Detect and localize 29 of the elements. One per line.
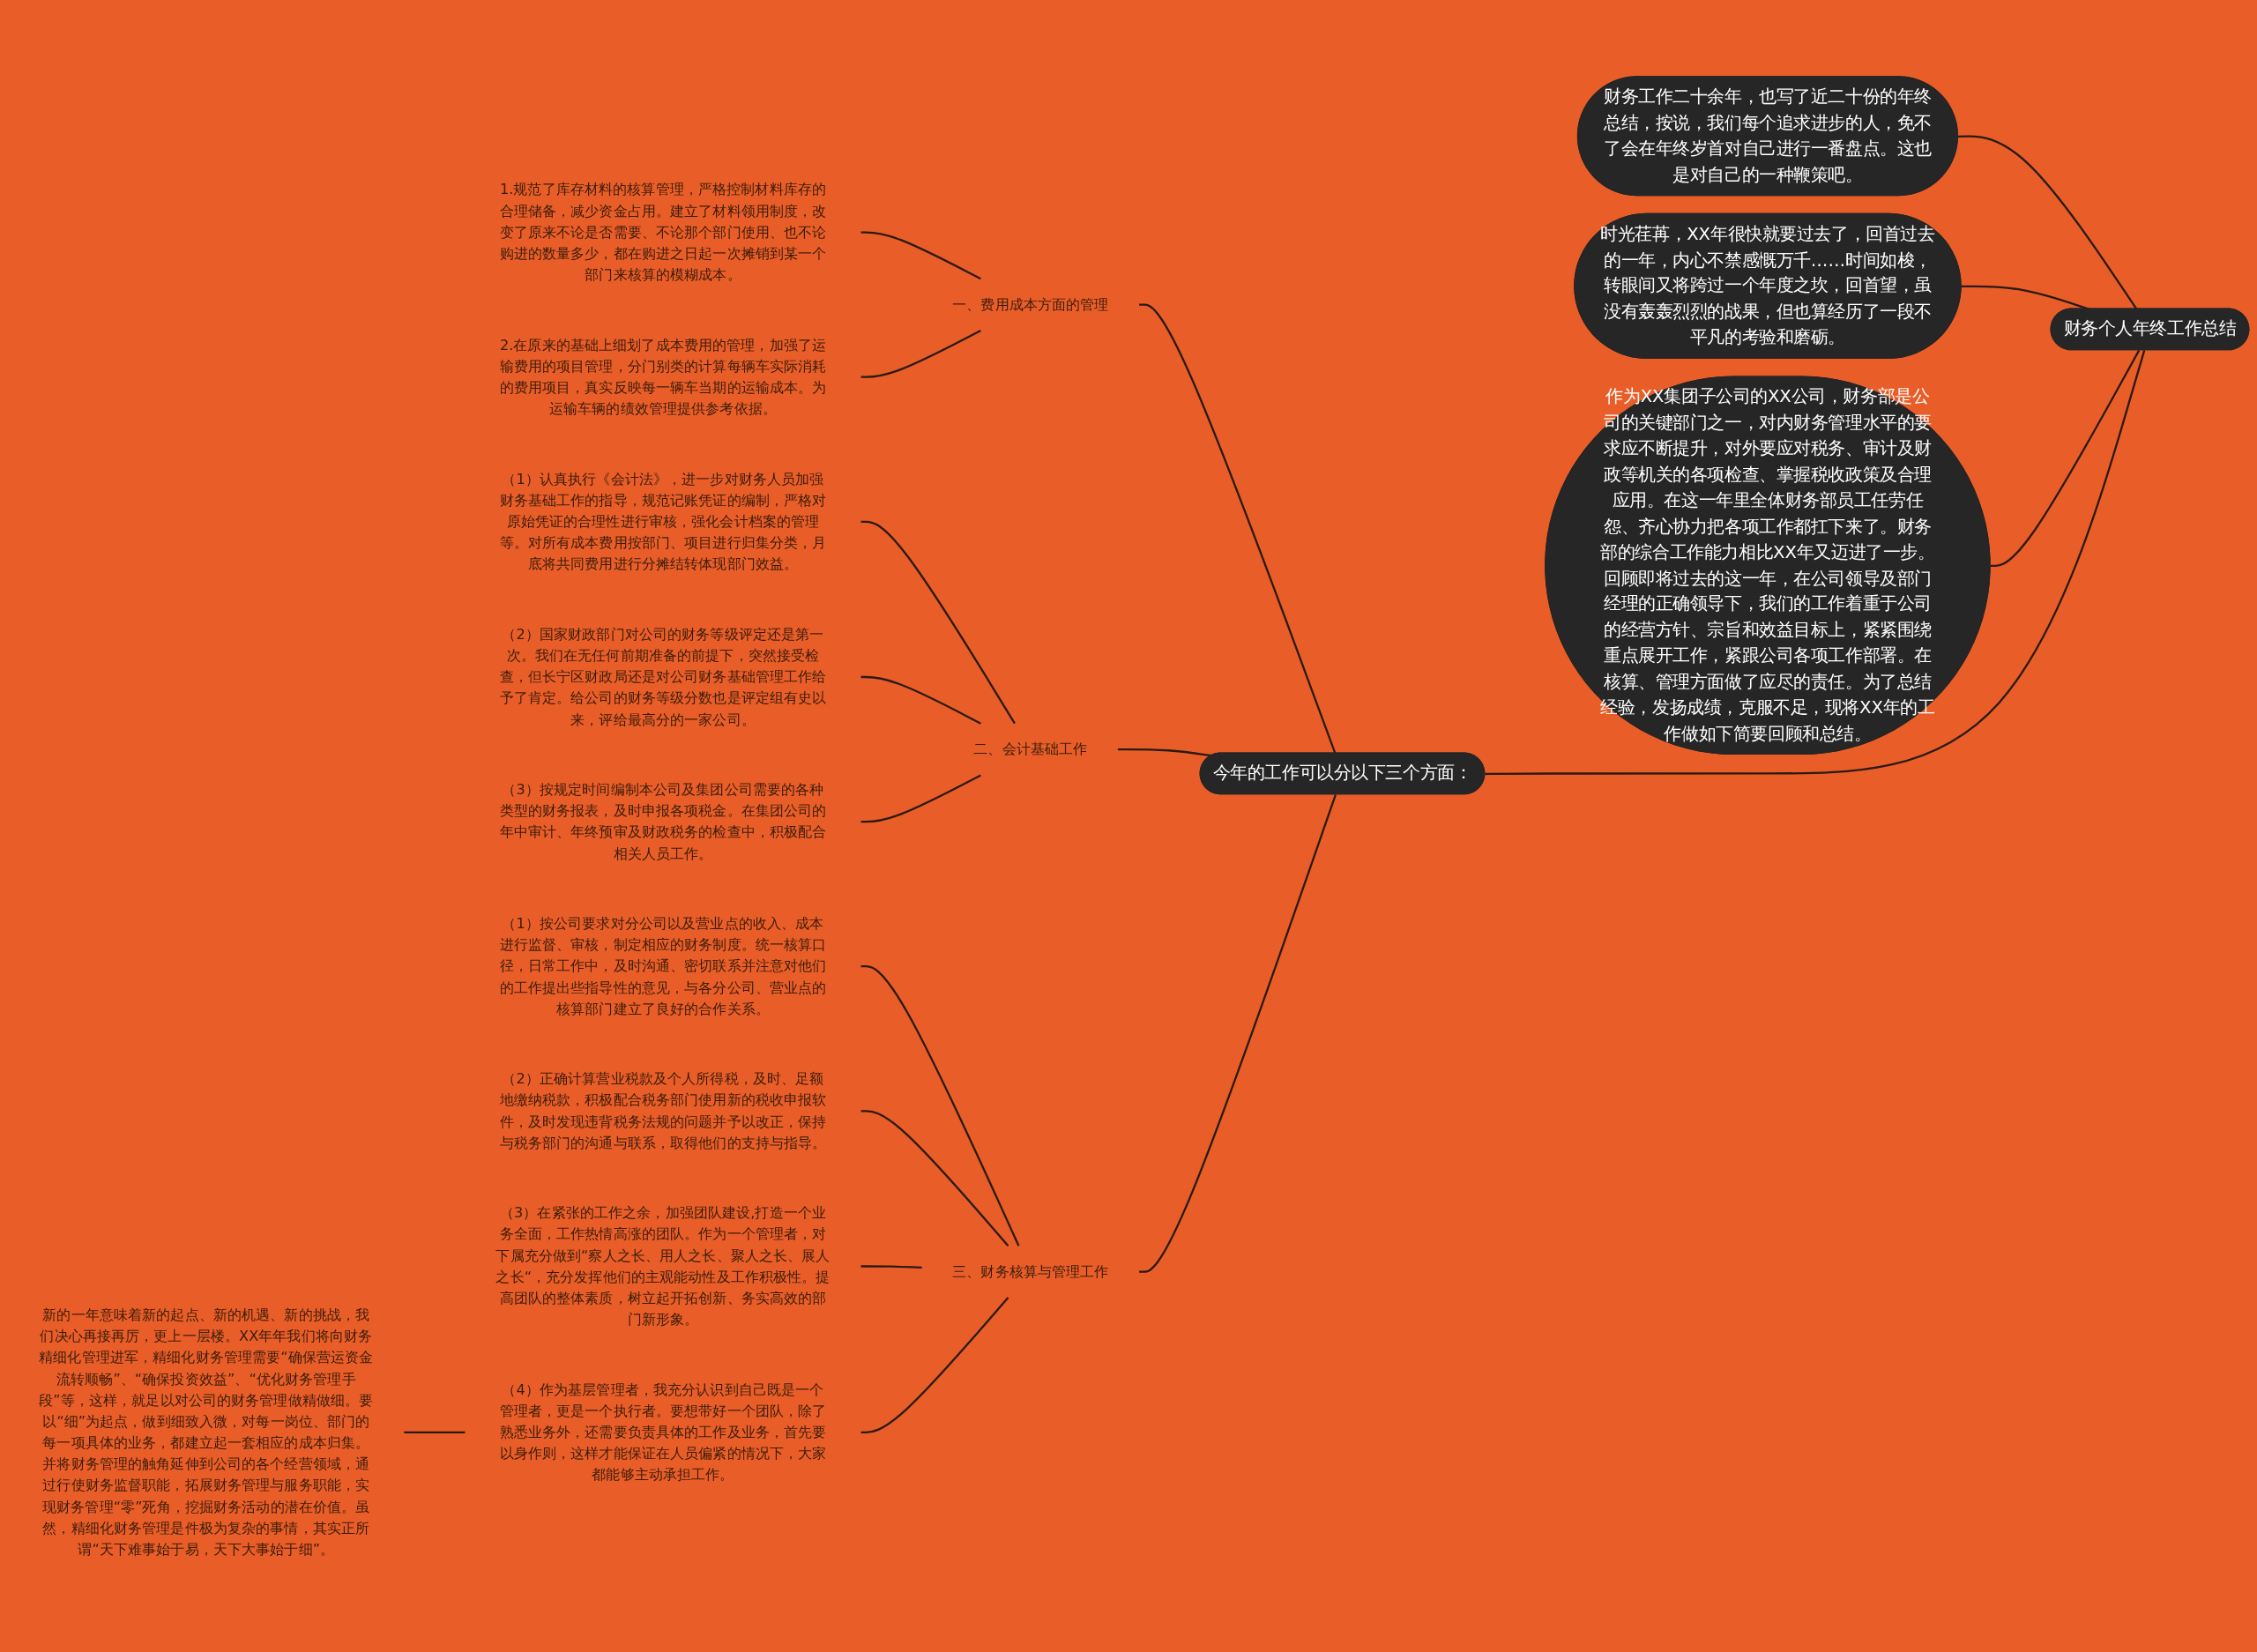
connector [860, 520, 1016, 725]
node-text: （3）按规定时间编制本公司及集团公司需要的各种类型的财务报表，及时申报各项税金。在集团公司的年中审计、年终预审及财政税务的检查中，积极配合相关人员工作。 [499, 781, 827, 862]
connector [1957, 135, 2138, 310]
node-text: （1）认真执行《会计法》，进一步对财务人员加强财务基础工作的指导，规范记账凭证的编制，严格对原始凭证的合理性进行审核，强化会计档案的管理等。对所有成本费用按部门、项目进行归集分类，月底将共同费用进行分摊结转体现部门效益。 [499, 470, 827, 572]
connector [404, 1431, 466, 1433]
connector [860, 330, 981, 378]
node-text: （2）国家财政部门对公司的财务等级评定还是第一次。我们在无任何前期准备的前提下，突然接受检查，但长宁区财政局还是对公司财务基础管理工作给予了肯定。给公司的财务等级分数也是评定组有史以来，评给最高分的一家公司。 [499, 625, 827, 728]
connector [1139, 793, 1337, 1273]
node-text: 三、财务核算与管理工作 [952, 1262, 1109, 1280]
connector [860, 1110, 1009, 1246]
node-text: （4）作为基层管理者，我充分认识到自己既是一个管理者，更是一个执行者。要想带好一个团队，除了熟悉业务外，还需要负责具体的工作及业务，首先要以身作则，这样才能保证在人员偏紧的情况下，大家都能够主动承担工作。 [499, 1380, 827, 1483]
node-text: 新的一年意味着新的起点、新的机遇、新的挑战，我们决心再接再厉，更上一层楼。XX年年我们将向财务精细化管理进军，精细化财务管理需要“确保营运资金流转顺畅”、“确保投资效益”、“优化财务管理手段”等，这样，就足以对公司的财务管理做精做细。要以“细”为起点，做到细致入微，对每一岗位、部门的每一项具体的业务，都建立起一套相应的成本归集。并将财务管理的触角延伸到公司的各个经营领域，通过行使财务监督职能，拓展财务管理与服务职能，实现财务管理“零”死角，挖掘财务活动的潜在价值。虽然，精细化财务管理是件极为复杂的事情，其实正所谓“天下难事始于易，天下大事始于细”。 [39, 1306, 374, 1558]
connector [860, 774, 981, 823]
node-text: 2.在原来的基础上细划了成本费用的管理，加强了运输费用的项目管理，分门别类的计算每辆车实际消耗的费用项目，真实反映每一辆车当期的运输成本。为运输车辆的绩效管理提供参考依据。 [499, 336, 827, 417]
connector [1139, 303, 1337, 755]
connector [860, 1265, 922, 1269]
connector [1485, 350, 2146, 776]
node-text: （3）在紧张的工作之余，加强团队建设,打造一个业务全面，工作热情高涨的团队。作为一个管理者，对下属充分做到“察人之长、用人之长、聚人之长、展人之长“，充分发挥他们的主观能动性及工作积极性。提高团队的整体素质，树立起开拓创新、务实高效的部门新形象。 [495, 1204, 831, 1328]
node-text: （2）正确计算营业税款及个人所得税，及时、足额地缴纳税款，积极配合税务部门使用新的税收申报软件，及时发现违背税务法规的问题并予以改正，保持与税务部门的沟通与联系，取得他们的支持与指导。 [499, 1070, 827, 1151]
node-text: 1.规范了库存材料的核算管理，严格控制材料库存的合理储备，减少资金占用。建立了材料领用制度，改变了原来不论是否需要、不论那个部门使用、也不论购进的数量多少，都在购进之日起一次摊销到某一个部门来核算的模糊成本。 [499, 181, 827, 283]
connector [860, 231, 981, 280]
node-text: 二、会计基础工作 [973, 740, 1088, 757]
node-text: （1）按公司要求对分公司以及营业点的收入、成本进行监督、审核，制定相应的财务制度。统一核算口径，日常工作中，及时沟通、密切联系并注意对他们的工作提出些指导性的意见，与各分公司、营业点的核算部门建立了良好的合作关系。 [499, 915, 827, 1017]
node-text: 一、费用成本方面的管理 [952, 295, 1109, 313]
connector [860, 675, 981, 725]
connector [1117, 748, 1212, 757]
connector [860, 1297, 1009, 1433]
connector [1990, 349, 2141, 568]
connector [860, 965, 1020, 1246]
